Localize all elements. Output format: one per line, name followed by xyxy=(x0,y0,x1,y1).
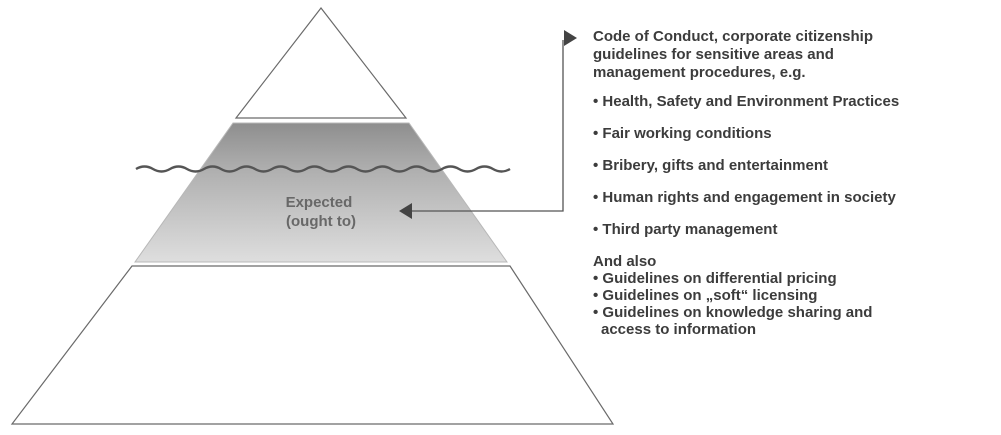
middle-tier-label: Expected (ought to) xyxy=(286,194,357,230)
bullet-item: • Fair working conditions xyxy=(593,125,772,142)
bullet-item: • Health, Safety and Environment Practic… xyxy=(593,93,900,110)
arrowhead-right-icon xyxy=(564,30,577,46)
also-heading: And also xyxy=(593,253,657,270)
also-item: • Guidelines on differential pricing xyxy=(593,270,837,287)
bullet-item: • Bribery, gifts and entertainment xyxy=(593,157,829,174)
bullet-item: • Human rights and engagement in society xyxy=(593,189,896,206)
also-item-text: • Guidelines on knowledge sharing and xyxy=(593,304,873,321)
pyramid-top-tier xyxy=(234,7,408,119)
panel-heading-line: management procedures, e.g. xyxy=(593,64,806,81)
guidelines-panel: Code of Conduct, corporate citizenship g… xyxy=(593,28,998,338)
middle-tier-label-line1: Expected xyxy=(286,194,353,211)
wavy-line xyxy=(135,165,511,173)
pyramid-bottom-tier xyxy=(10,265,615,425)
bullet-item: • Third party management xyxy=(593,221,778,238)
panel-heading-line: Code of Conduct, corporate citizenship xyxy=(593,28,874,45)
panel-heading-line: guidelines for sensitive areas and xyxy=(593,46,834,63)
pyramid-middle-tier xyxy=(134,122,508,263)
also-item-continuation: access to information xyxy=(601,321,757,338)
also-item: • Guidelines on „soft“ licensing xyxy=(593,287,818,304)
arrowhead-left-icon xyxy=(399,203,412,219)
also-bullet-list: • Guidelines on differential pricing • G… xyxy=(593,270,998,338)
also-item: • Guidelines on knowledge sharing and ac… xyxy=(593,304,998,338)
middle-tier-label-line2: (ought to) xyxy=(286,213,356,230)
connector-line xyxy=(409,40,564,212)
practice-bullet-list: • Health, Safety and Environment Practic… xyxy=(593,93,998,239)
panel-heading: Code of Conduct, corporate citizenship g… xyxy=(593,28,998,82)
